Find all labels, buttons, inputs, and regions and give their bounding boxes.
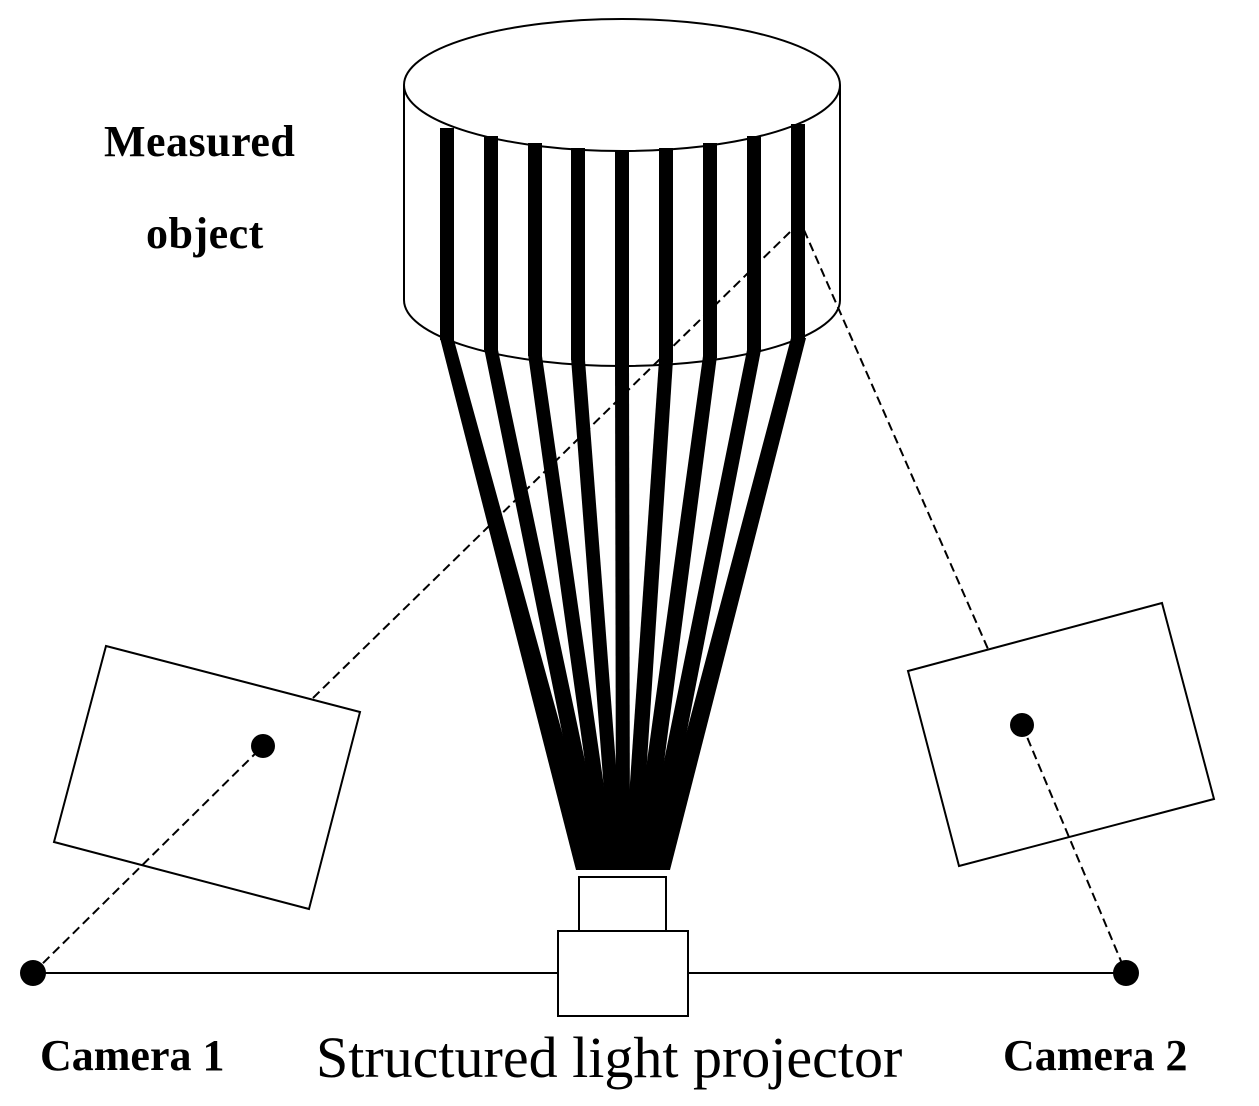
projector-body <box>557 930 689 1017</box>
projector <box>557 876 689 1017</box>
camera-1-ray-inner <box>32 745 264 974</box>
beam <box>615 362 630 870</box>
measured-object-label-line2: object <box>146 209 264 258</box>
camera-2 <box>803 229 1216 986</box>
camera-2-ray-outer <box>803 229 989 650</box>
camera-2-image-plane <box>906 601 1216 868</box>
beam <box>484 348 608 870</box>
beam <box>571 358 624 870</box>
camera-2-label: Camera 2 <box>1003 1031 1188 1080</box>
camera-1 <box>20 231 791 986</box>
measured-object-cylinder <box>403 18 841 367</box>
beam <box>642 350 761 870</box>
fringe-stripes-on-object <box>440 124 805 366</box>
projected-fringe-beams <box>440 338 806 870</box>
camera-2-ray-inner <box>1021 724 1127 974</box>
projector-lens <box>578 876 667 932</box>
beam <box>632 356 717 870</box>
beam <box>624 360 673 870</box>
camera-1-image-plane <box>52 644 362 911</box>
cylinder-top-ellipse <box>403 18 841 152</box>
projector-label: Structured light projector <box>316 1025 903 1090</box>
camera-1-label: Camera 1 <box>40 1031 225 1080</box>
measured-object-label-line1: Measured <box>104 117 296 166</box>
beam <box>650 338 806 870</box>
beam <box>440 338 600 870</box>
beam <box>528 354 616 870</box>
